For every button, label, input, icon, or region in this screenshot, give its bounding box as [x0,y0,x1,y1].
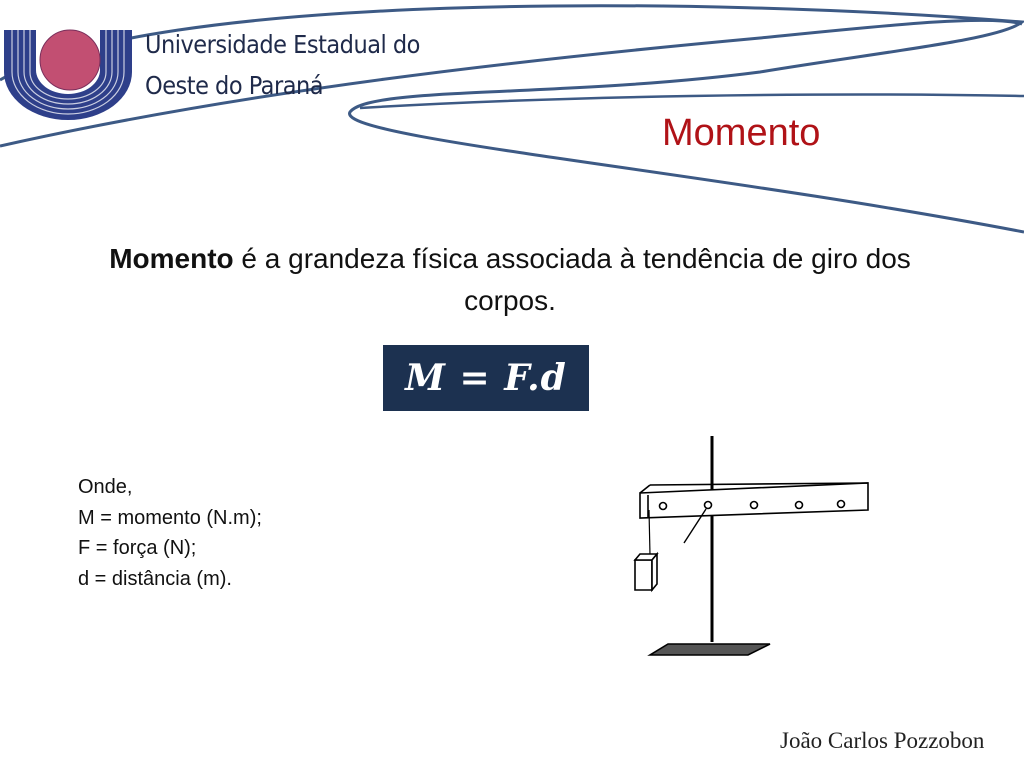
university-line-2: Oeste do Paraná [145,71,324,100]
where-label: Onde, [78,476,133,498]
definition-term: Momento [109,243,234,274]
definition-text: Momento é a grandeza física associada à … [60,238,960,322]
formula-box: M = F.d [383,345,589,411]
university-line-1: Universidade Estadual do [145,30,420,59]
variable-f: F = força (N); [78,537,197,559]
definition-body: é a grandeza física associada à tendênci… [233,243,911,316]
slide-title: Momento [662,112,821,154]
unioeste-logo [4,29,132,120]
header-swoosh [0,4,1024,234]
university-name: Universidade Estadual do Oeste do Paraná [145,24,420,106]
lever-stand-illustration [633,436,869,656]
variable-m: M = momento (N.m); [78,506,262,529]
variable-d: d = distância (m). [78,567,232,590]
author-name: João Carlos Pozzobon [780,728,985,753]
variable-definitions: Onde, M = momento (N.m); F = força (N); … [78,472,262,594]
